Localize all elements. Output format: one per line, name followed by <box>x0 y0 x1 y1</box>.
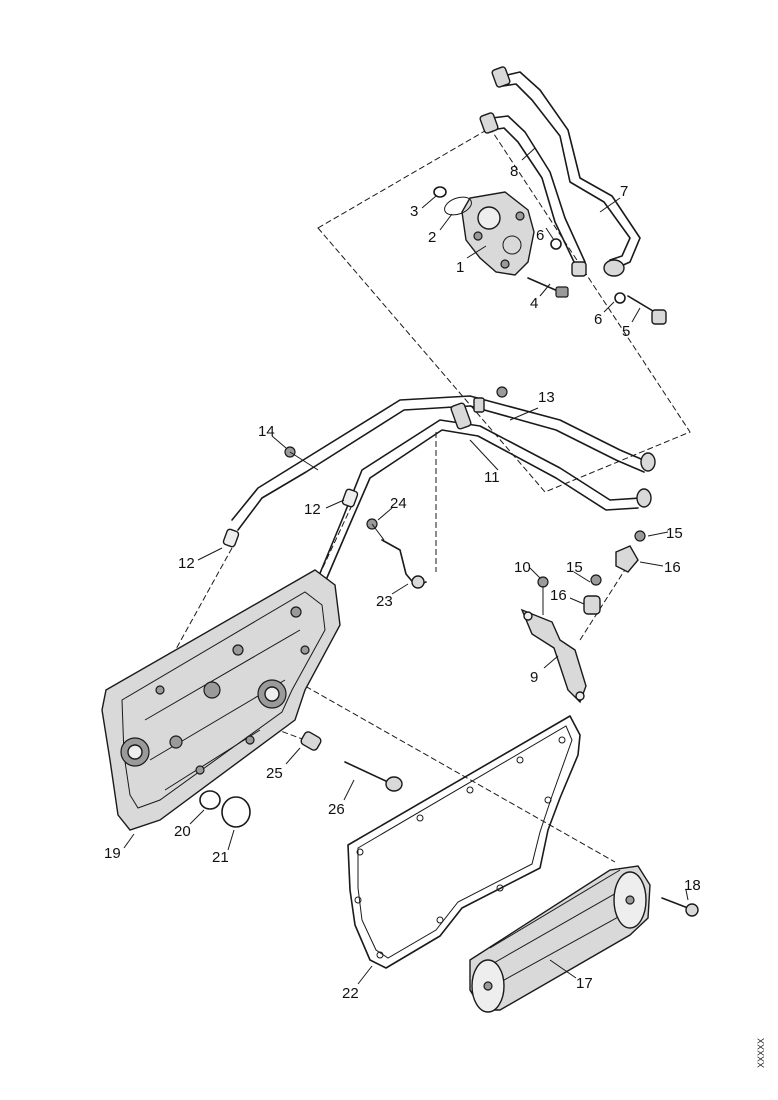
hose-connector-12a <box>222 528 240 548</box>
pipe-7 <box>491 66 641 277</box>
callout-17: 17 <box>576 975 593 992</box>
callout-16-left: 16 <box>550 587 567 604</box>
callout-15-right: 15 <box>666 525 683 542</box>
o-ring-20 <box>199 790 221 810</box>
callout-25: 25 <box>266 765 283 782</box>
o-ring-21 <box>221 796 251 828</box>
callout-1: 1 <box>456 259 464 276</box>
bracket-23 <box>381 539 427 589</box>
callout-8: 8 <box>510 163 518 180</box>
bolt-26 <box>344 761 403 792</box>
callout-19: 19 <box>104 845 121 862</box>
alignment-line-bolt-16 <box>579 564 629 641</box>
callout-20: 20 <box>174 823 191 840</box>
callout-12-right: 12 <box>304 501 321 518</box>
pipe-13 <box>231 395 656 531</box>
clamp-16-lower <box>583 574 602 615</box>
gasket-2 <box>444 196 472 216</box>
callout-16-right: 16 <box>664 559 681 576</box>
callout-11: 11 <box>484 469 500 486</box>
bolt-18 <box>661 897 699 917</box>
callout-21: 21 <box>212 849 229 866</box>
pipe-8 <box>479 112 587 277</box>
oil-cooler-cover-19 <box>101 569 341 831</box>
bolt-14 <box>284 446 319 471</box>
callout-23: 23 <box>376 593 393 610</box>
pipe-11 <box>317 419 652 581</box>
bracket-9 <box>520 608 587 704</box>
leader-lines <box>123 147 689 985</box>
washer-6-upper <box>550 238 562 250</box>
callout-labels: 1 2 3 4 5 6 6 7 8 9 10 11 12 12 13 14 15… <box>104 163 701 1002</box>
figure-code: XXXXX <box>756 1038 766 1068</box>
callout-7: 7 <box>620 183 628 200</box>
callout-26: 26 <box>328 801 345 818</box>
callout-9: 9 <box>530 669 538 686</box>
gasket-22 <box>347 715 581 969</box>
bolt-10 <box>537 576 549 615</box>
callout-6-upper: 6 <box>536 227 544 244</box>
washer-6-lower <box>614 292 626 304</box>
callout-18: 18 <box>684 877 701 894</box>
upper-assembly-frame <box>317 127 691 493</box>
callout-12-left: 12 <box>178 555 195 572</box>
callout-14: 14 <box>258 423 275 440</box>
pipe-clamp <box>450 386 508 430</box>
callout-2: 2 <box>428 229 436 246</box>
callout-22: 22 <box>342 985 359 1002</box>
callout-24: 24 <box>390 495 407 512</box>
bolt-24 <box>366 518 385 541</box>
callout-3: 3 <box>410 203 418 220</box>
plug-25 <box>300 731 322 751</box>
bolt-4 <box>527 277 569 298</box>
callout-6-lower: 6 <box>594 311 602 328</box>
alignment-line-cover-cooler <box>297 681 616 863</box>
callout-10: 10 <box>514 559 531 576</box>
callout-15-left: 15 <box>566 559 583 576</box>
banjo-bolt-5 <box>627 295 667 325</box>
o-ring-3 <box>433 186 447 198</box>
callout-5: 5 <box>622 323 630 340</box>
oil-cooler-17 <box>469 865 651 1013</box>
filter-head-1 <box>461 191 535 276</box>
callout-13: 13 <box>538 389 555 406</box>
hose-connector-12b <box>341 488 359 508</box>
clamp-16-upper <box>615 530 646 573</box>
callout-4: 4 <box>530 295 538 312</box>
